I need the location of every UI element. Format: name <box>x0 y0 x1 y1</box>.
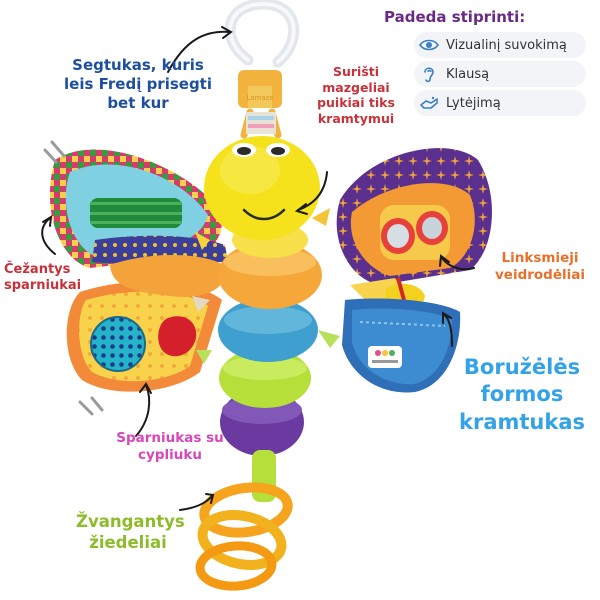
firefly-body <box>218 222 322 456</box>
firefly-head <box>204 136 320 240</box>
benefit-hearing: Klausą <box>414 61 586 87</box>
crinkle-marks-icon <box>43 140 104 416</box>
link-rings <box>195 450 293 591</box>
benefit-visual: Vizualinį suvokimą <box>414 32 586 58</box>
clip-ring: Lamaze <box>224 0 300 108</box>
annotation-arrows <box>41 26 475 511</box>
benefit-visual-label: Vizualinį suvokimą <box>446 37 567 53</box>
clip-tag-text: Lamaze <box>246 94 273 102</box>
annotation-rings: Žvangantys žiedeliai <box>76 512 185 552</box>
benefit-hearing-label: Klausą <box>446 66 490 82</box>
annotation-knots: Surišti mazgeliai puikiai tiks kramtymui <box>317 64 395 126</box>
left-lower-wing <box>66 281 222 392</box>
annotation-clip: Segtukas, kuris leis Fredį prisegti bet … <box>64 56 212 112</box>
annotation-teether: Boružėlės formos kramtukas <box>459 355 585 434</box>
left-upper-wing <box>49 149 228 268</box>
knotted-ribbons <box>192 208 340 364</box>
eye-icon <box>414 32 444 58</box>
annotation-mirrors: Linksmieji veidrodėliai <box>495 250 585 283</box>
hand-icon <box>414 90 444 116</box>
benefit-touch-label: Lytėjimą <box>446 95 501 111</box>
ear-icon <box>414 61 444 87</box>
right-upper-wing <box>336 148 492 285</box>
right-lower-wing <box>342 277 461 393</box>
benefit-touch: Lytėjimą <box>414 90 586 116</box>
benefits-title: Padeda stiprinti: <box>384 8 526 26</box>
annotation-squeaker: Sparniukas su cypliuku <box>116 430 224 463</box>
annotation-crinkle: Čežantys sparniukai <box>4 262 82 294</box>
